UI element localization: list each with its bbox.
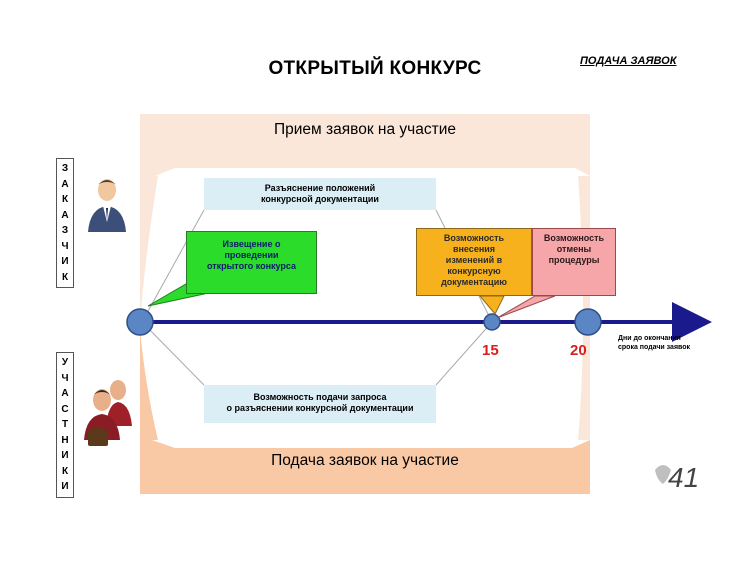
axis-note: Дни до окончания срока подачи заявок — [618, 335, 691, 351]
section-label: ПОДАЧА ЗАЯВОК — [580, 55, 677, 67]
left-curtain-bottom — [140, 330, 158, 440]
cancel-callout-pointer — [496, 295, 556, 319]
page-title: ОТКРЫТЫЙ КОНКУРС — [268, 58, 482, 79]
clarification-box: Разъяснение положений конкурсной докумен… — [204, 178, 436, 210]
tick-label-15: 15 — [482, 342, 499, 359]
watermark-figure — [655, 465, 671, 484]
connector-bottom-left — [141, 321, 205, 386]
timeline-start-node — [126, 308, 154, 336]
page-number: 41 — [668, 462, 700, 493]
cancel-box: Возможность отмены процедуры — [532, 228, 616, 296]
notice-box: Извещение о проведении открытого конкурс… — [186, 231, 317, 294]
left-curtain — [140, 176, 158, 320]
tick-label-20: 20 — [570, 342, 587, 359]
timeline-node-15 — [483, 313, 501, 331]
participants-group-icon — [84, 380, 132, 446]
connector-bottom-right — [435, 321, 493, 386]
changes-callout-pointer — [478, 295, 505, 315]
top-band-label: Прием заявок на участие — [274, 121, 456, 138]
changes-box: Возможность внесения изменений в конкурс… — [416, 228, 532, 296]
bottom-band-label: Подача заявок на участие — [271, 452, 459, 469]
bottom-band: Подача заявок на участие — [140, 440, 590, 494]
top-band: Прием заявок на участие — [140, 114, 590, 176]
customer-person-icon — [88, 179, 126, 232]
request-box: Возможность подачи запроса о разъяснении… — [204, 385, 436, 423]
timeline-node-20 — [574, 308, 602, 336]
